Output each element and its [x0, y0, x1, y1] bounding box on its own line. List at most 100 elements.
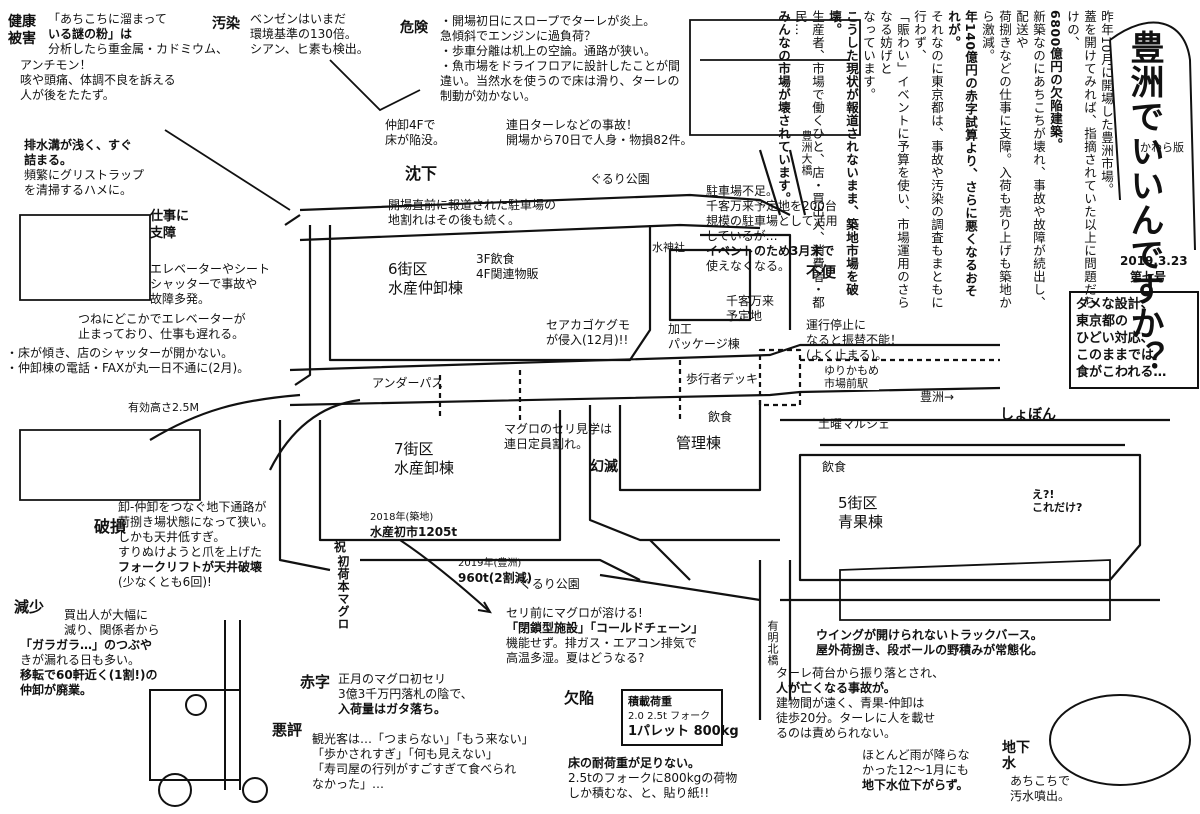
station-label: ゆりかもめ 市場前駅	[824, 364, 879, 390]
defect-badge: 欠陥	[564, 689, 595, 707]
note-line: しかも天井低すぎ。	[118, 530, 226, 544]
note-line: 徒歩20分。ターレに人を載せ	[776, 711, 936, 725]
tuna-2019: 2019年(豊洲) 960t(2割減)	[458, 556, 532, 586]
note-line: 故障多発。	[150, 292, 211, 306]
note-line: シアン、ヒ素も検出。	[250, 42, 369, 56]
intro-line: 荷捌きなどの仕事に支障。入荷も売り上げも築地から激減。	[980, 10, 1012, 309]
note-line: きが漏れる日も多い。	[20, 653, 141, 667]
note-line: 排水溝が浅く、すぐ	[24, 138, 133, 152]
sign-line: 積載荷重	[628, 695, 672, 708]
fatal-accident-note: ターレ荷台から振り落とされ、 人が亡くなる事故が。 建物間が遠く、青果-仲卸は …	[776, 666, 944, 741]
note-line: 「歩かされすぎ」「何も見えない」	[312, 747, 499, 761]
intro-line: 年140億円の赤字試算より、さらに悪くなるおそれが。	[946, 10, 978, 298]
note-line: 買出人が大幅に	[64, 608, 149, 622]
note-line: 4F関連物販	[476, 267, 539, 281]
intro-line: 生産者、市場で働くひと、店・買出人、消費者・都民…	[793, 10, 825, 309]
note-line: 「ガラガラ…」のつぶや	[20, 638, 153, 652]
clearance-label: 有効高さ2.5M	[128, 401, 199, 414]
note-line: が侵入(12月)!!	[546, 333, 629, 347]
turret-accident-note: 連日ターレなどの事故！ 開場から70日で人身・物損82件。	[506, 118, 693, 148]
gururi-park-top: ぐるり公園	[590, 172, 650, 186]
note-line: 急傾斜でエンジンに過負荷？	[440, 29, 597, 43]
note-line: 観光客は…「つまらない」「もう来ない」	[312, 732, 534, 746]
note-line: (よく止まる)。	[806, 348, 888, 362]
block-number: 5街区	[838, 494, 878, 512]
note-line: 床の耐荷重が足りない。	[568, 756, 701, 770]
pollution-note: ベンゼンはいまだ 環境基準の130倍。 シアン、ヒ素も検出。	[250, 12, 369, 57]
note-line: セアカゴケグモ	[546, 318, 631, 332]
note-line: しているが…	[706, 229, 778, 243]
note-line: いる謎の粉」は	[48, 27, 133, 41]
sign-line: 初荷	[336, 555, 350, 580]
note-line: ほとんど雨が降らな	[862, 748, 970, 762]
note-line: すりぬけようと爪を上げた	[118, 545, 263, 559]
train-note: 運行停止に なると振替不能！ (よく止まる)。	[806, 318, 902, 363]
note-line: 仲卸4Fで	[385, 118, 436, 132]
health-badge: 健康被害	[8, 14, 36, 47]
note-line: パッケージ棟	[668, 337, 740, 351]
block-name: 青果棟	[838, 513, 884, 531]
block5-food-label: 飲食	[822, 460, 847, 474]
sign-line: 本マグロ	[336, 580, 350, 630]
note-line: 960t(2割減)	[458, 571, 533, 585]
toyosu-direction: 豊洲→	[920, 390, 955, 404]
coldchain-note: セリ前にマグロが溶ける! 「閉鎖型施設」「コールドチェーン」 機能せず。排ガス・…	[506, 606, 703, 666]
note-line: アンチモン！	[20, 58, 92, 72]
note-line: ウイングが開けられないトラックバース。	[816, 628, 1043, 642]
senkyaku-banrai-label: 千客万来 予定地	[726, 294, 774, 324]
note-line: ・歩車分離は机上の空論。通路が狭い。	[440, 44, 657, 58]
note-line: ・開場初日にスロープでターレが炎上。	[440, 14, 656, 28]
elevator-note-2: つねにどこかでエレベーターが 止まっており、仕事も遅れる。	[78, 312, 246, 342]
sinking-note: 仲卸4Fで 床が陥没。	[385, 118, 445, 148]
note-line: ベンゼンはいまだ	[250, 12, 347, 26]
note-line: 仲卸が廃業。	[20, 683, 93, 697]
note-line: 詰まる。	[24, 153, 73, 167]
block6-floors: 3F飲食 4F関連物販	[476, 252, 539, 282]
note-line: 連日定員割れ。	[504, 437, 589, 451]
note-line: かった12〜1月にも	[862, 763, 969, 777]
note-line: あちこちで	[1010, 774, 1071, 788]
groundwater-note: ほとんど雨が降らな かった12〜1月にも 地下水位下がらず。	[862, 748, 970, 793]
note-line: 床が陥没。	[385, 133, 446, 147]
block-number: 6街区	[388, 260, 428, 278]
issue-number: 第七号	[1130, 270, 1167, 284]
note-line: 2019年(豊洲)	[458, 558, 522, 569]
tourists-note: 観光客は…「つまらない」「もう来ない」 「歩かされすぎ」「何も見えない」 「寿司…	[312, 732, 534, 792]
note-line: 予定地	[726, 309, 763, 323]
note-line: 3億3千万円落札の陰で、	[338, 687, 473, 701]
callout-line: 東京都の	[1076, 314, 1129, 329]
underpass-label: アンダーパス	[372, 376, 444, 390]
admin-building-label: 管理棟	[676, 434, 722, 452]
tunnel-note: 卸-仲卸をつなぐ地下通路が 荷捌き場状態になって狭い。 しかも天井低すぎ。 すり…	[118, 500, 273, 590]
reputation-badge: 悪評	[272, 721, 303, 739]
danger-note: ・開場初日にスロープでターレが炎上。 急傾斜でエンジンに過負荷？ ・歩車分離は机…	[440, 14, 690, 104]
sign-line: 1パレット 800kg	[628, 724, 739, 739]
intro-line: こうした現状が報道されないまま、築地市場を破壊。	[827, 10, 859, 296]
note-line: イベントのため3月末で	[706, 244, 835, 258]
note-line: 「閉鎖型施設」「コールドチェーン」	[506, 621, 704, 635]
disillusion-badge: 幻滅	[590, 459, 618, 475]
celebration-sign: 祝 初荷 本マグロ	[334, 540, 362, 630]
sign-line: 2.0 2.5t フォーク	[628, 711, 711, 722]
note-line: なると振替不能！	[806, 333, 903, 347]
damage-badge: 破損	[94, 517, 127, 536]
block6-label: 6街区 水産仲卸棟	[388, 260, 463, 298]
shobon-label: しょぼん	[1000, 407, 1056, 423]
note-line: 荷捌き場状態になって狭い。	[118, 515, 274, 529]
note-line: 地割れはその後も続く。	[388, 213, 521, 227]
note-line: 2.5tのフォークに800kgの荷物	[568, 771, 738, 785]
note-line: 運行停止に	[806, 318, 867, 332]
floor-note: ・床が傾き、店のシャッターが開かない。 ・仲卸棟の電話・FAXが丸一日不通に(2…	[6, 346, 249, 376]
callout-line: ダメな設計、	[1076, 297, 1154, 312]
intro-line: 「賑わい」イベントに予算を使い、市場運用のさらなる妨げと	[878, 10, 910, 309]
note-line: シャッターで事故や	[150, 277, 258, 291]
note-line: セリ前にマグロが溶ける!	[506, 606, 643, 620]
note-line: ゆりかもめ	[824, 364, 879, 377]
note-line: 屋外荷捌き、段ボールの野積みが常態化。	[816, 643, 1044, 657]
work-badge: 仕事に支障	[150, 209, 190, 241]
note-line: 汚水噴出。	[1010, 789, 1071, 803]
note-line: るのは責められない。	[776, 726, 897, 740]
note-line: 市場前駅	[824, 377, 868, 390]
pollution-badge: 汚染	[212, 16, 240, 32]
sinking-badge: 沈下	[405, 164, 438, 183]
